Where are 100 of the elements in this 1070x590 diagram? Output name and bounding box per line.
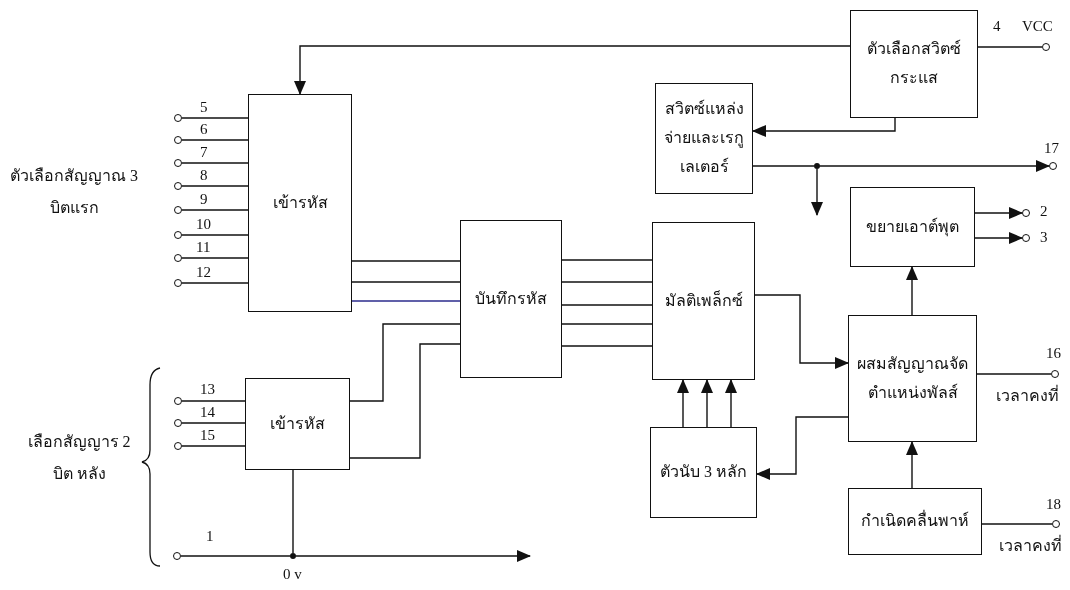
block-label: ตัวเลือกสวิตซ์กระแส xyxy=(866,38,962,88)
arrow xyxy=(974,232,1023,244)
terminal-label: 12 xyxy=(196,264,211,281)
terminal-label: 11 xyxy=(196,239,211,256)
terminal-circle xyxy=(174,279,182,287)
terminal-label: 10 xyxy=(196,216,211,233)
connector-line xyxy=(181,257,249,259)
terminal-circle xyxy=(174,159,182,167)
block-label: ผสมสัญญาณจัดตำแหน่งพัลส์ xyxy=(856,353,969,403)
block-label: บันทึกรหัส xyxy=(475,288,547,309)
terminal-label: 0 v xyxy=(283,566,302,583)
terminal-label: VCC xyxy=(1022,18,1053,35)
terminal-circle xyxy=(173,552,181,560)
arrow xyxy=(906,441,918,489)
connector-line xyxy=(561,345,653,347)
arrow xyxy=(974,207,1023,219)
arrow xyxy=(677,379,689,428)
terminal-label: 1 xyxy=(206,528,214,545)
terminal-circle xyxy=(1051,370,1059,378)
side-label: ตัวเลือกสัญญาณ 3 บิตแรก xyxy=(10,166,138,218)
connector-line xyxy=(181,209,249,211)
connector-line xyxy=(561,259,653,261)
connector-line xyxy=(181,400,246,402)
connector-line xyxy=(752,165,815,167)
connector-line xyxy=(351,260,461,262)
connector-line xyxy=(181,445,246,447)
junction-dot xyxy=(290,553,296,559)
terminal-label: 17 xyxy=(1044,140,1059,157)
terminal-label: 13 xyxy=(200,381,215,398)
connector-line xyxy=(181,422,246,424)
connector-line xyxy=(349,323,461,402)
block-box xyxy=(848,315,977,442)
block-box xyxy=(650,427,757,518)
connector-line xyxy=(180,555,291,557)
block-box xyxy=(245,378,350,470)
terminal-label: 9 xyxy=(200,191,208,208)
terminal-circle xyxy=(174,231,182,239)
terminal-label: 5 xyxy=(200,99,208,116)
block-box xyxy=(248,94,352,312)
terminal-circle xyxy=(174,419,182,427)
terminal-label: 7 xyxy=(200,144,208,161)
block-box xyxy=(850,187,975,267)
terminal-label: 18 xyxy=(1046,496,1061,513)
arrow xyxy=(294,45,851,95)
connector-line xyxy=(181,162,249,164)
connector-line xyxy=(977,46,1043,48)
side-label: เวลาคงที่ xyxy=(997,534,1063,556)
terminal-circle xyxy=(1049,162,1057,170)
arrow xyxy=(725,379,737,428)
terminal-circle xyxy=(1022,234,1030,242)
side-label: เวลาคงที่ xyxy=(994,384,1060,406)
connector-line xyxy=(292,469,294,554)
terminal-circle xyxy=(1022,209,1030,217)
terminal-circle xyxy=(174,397,182,405)
terminal-circle xyxy=(1052,520,1060,528)
terminal-circle xyxy=(174,182,182,190)
block-label: เข้ารหัส xyxy=(272,192,328,213)
block-box xyxy=(460,220,562,378)
block-box xyxy=(850,10,978,118)
arrow xyxy=(752,117,896,137)
terminal-circle xyxy=(1042,43,1050,51)
connector-line xyxy=(181,234,249,236)
block-box xyxy=(652,222,755,380)
terminal-label: 8 xyxy=(200,167,208,184)
terminal-label: 2 xyxy=(1040,203,1048,220)
connector-line xyxy=(561,323,653,325)
block-label: กำเนิดคลื่นพาห์ xyxy=(861,509,969,532)
connector-line xyxy=(181,139,249,141)
terminal-label: 3 xyxy=(1040,229,1048,246)
arrow xyxy=(756,416,849,480)
terminal-label: 16 xyxy=(1046,345,1061,362)
block-label: ขยายเอาต์พุต xyxy=(866,216,959,239)
connector-line xyxy=(351,300,461,302)
block-label: มัลติเพล็กซ์ xyxy=(664,289,743,311)
terminal-label: 4 xyxy=(993,18,1001,35)
connector-line xyxy=(981,523,1053,525)
connector-line xyxy=(181,282,249,284)
connector-line xyxy=(561,281,653,283)
connector-line xyxy=(181,185,249,187)
junction-dot xyxy=(814,163,820,169)
terminal-circle xyxy=(174,136,182,144)
block-box xyxy=(655,83,753,194)
connector-line xyxy=(561,304,653,306)
arrow xyxy=(295,550,531,562)
arrow xyxy=(906,266,918,316)
terminal-label: 15 xyxy=(200,427,215,444)
side-label: เลือกสัญญาร 2 บิต หลัง xyxy=(26,432,132,484)
connector-line xyxy=(349,343,461,459)
terminal-circle xyxy=(174,114,182,122)
connector-line xyxy=(351,281,461,283)
terminal-circle xyxy=(174,442,182,450)
block-label: สวิตซ์แหล่งจ่ายและเรกูเลเตอร์ xyxy=(663,98,745,177)
terminal-circle xyxy=(174,254,182,262)
terminal-label: 6 xyxy=(200,121,208,138)
block-box xyxy=(848,488,982,555)
connector-line xyxy=(976,373,1052,375)
arrow xyxy=(754,294,849,369)
terminal-circle xyxy=(174,206,182,214)
terminal-label: 14 xyxy=(200,404,215,421)
arrow xyxy=(819,160,1050,172)
